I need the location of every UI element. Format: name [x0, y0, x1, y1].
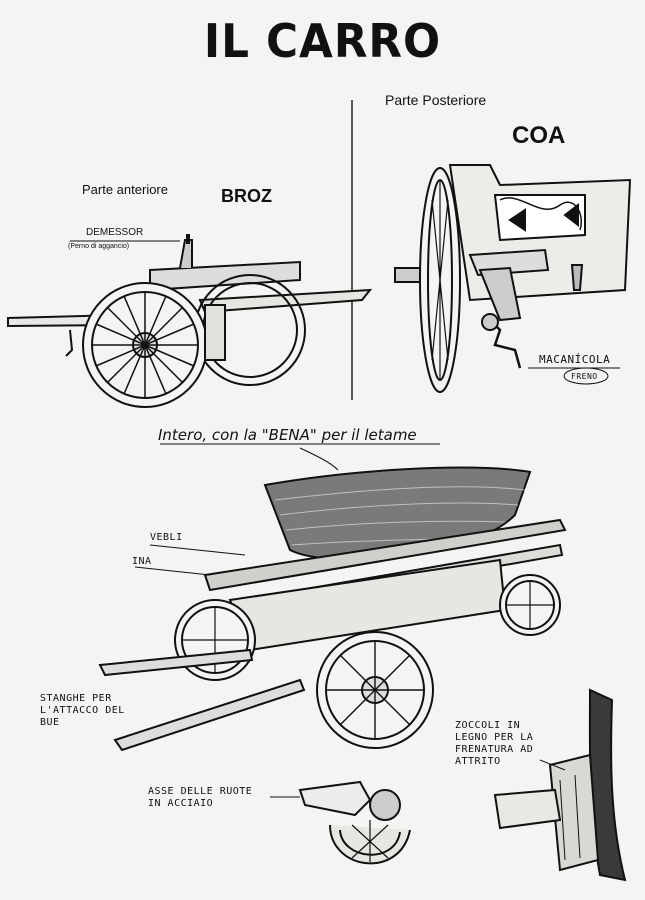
- zoccoli-label: ZOCCOLI IN LEGNO PER LA FRENATURA AD ATT…: [455, 720, 534, 767]
- asse-label: ASSE DELLE RUOTE IN ACCIAIO: [148, 786, 253, 809]
- macanicola-label: MACANÍCOLA: [539, 353, 611, 366]
- bena-arrow: [299, 447, 339, 471]
- freno-label: FRENO: [571, 372, 598, 381]
- whole-cart-drawing: [98, 466, 567, 752]
- freno-oval: [563, 367, 609, 385]
- front-heading: Parte anteriore: [82, 182, 168, 197]
- whole-cart-caption: Intero, con la "BENA" per il letame: [158, 426, 417, 444]
- rear-name: COA: [512, 122, 566, 149]
- stanghe-label: STANGHE PER L'ATTACCO DEL BUE: [40, 693, 125, 728]
- ina-pointer: [134, 566, 211, 576]
- zoccoli-pointer: [539, 759, 566, 771]
- vebli-label: VEBLI: [150, 532, 183, 543]
- demessor-note: (Perno di aggancio): [68, 243, 130, 250]
- page-title: IL CARRO: [203, 14, 442, 68]
- ina-label: INA: [132, 556, 152, 567]
- axle-detail-drawing: [298, 780, 411, 865]
- demessor-label: DEMESSOR: [86, 227, 144, 238]
- rear-heading: Parte Posteriore: [385, 92, 487, 108]
- vebli-pointer: [149, 544, 246, 556]
- front-cart-drawing: [7, 234, 373, 408]
- brake-shoe-detail-drawing: [493, 688, 627, 882]
- rear-cart-drawing: [394, 164, 632, 393]
- front-name: BROZ: [221, 186, 272, 206]
